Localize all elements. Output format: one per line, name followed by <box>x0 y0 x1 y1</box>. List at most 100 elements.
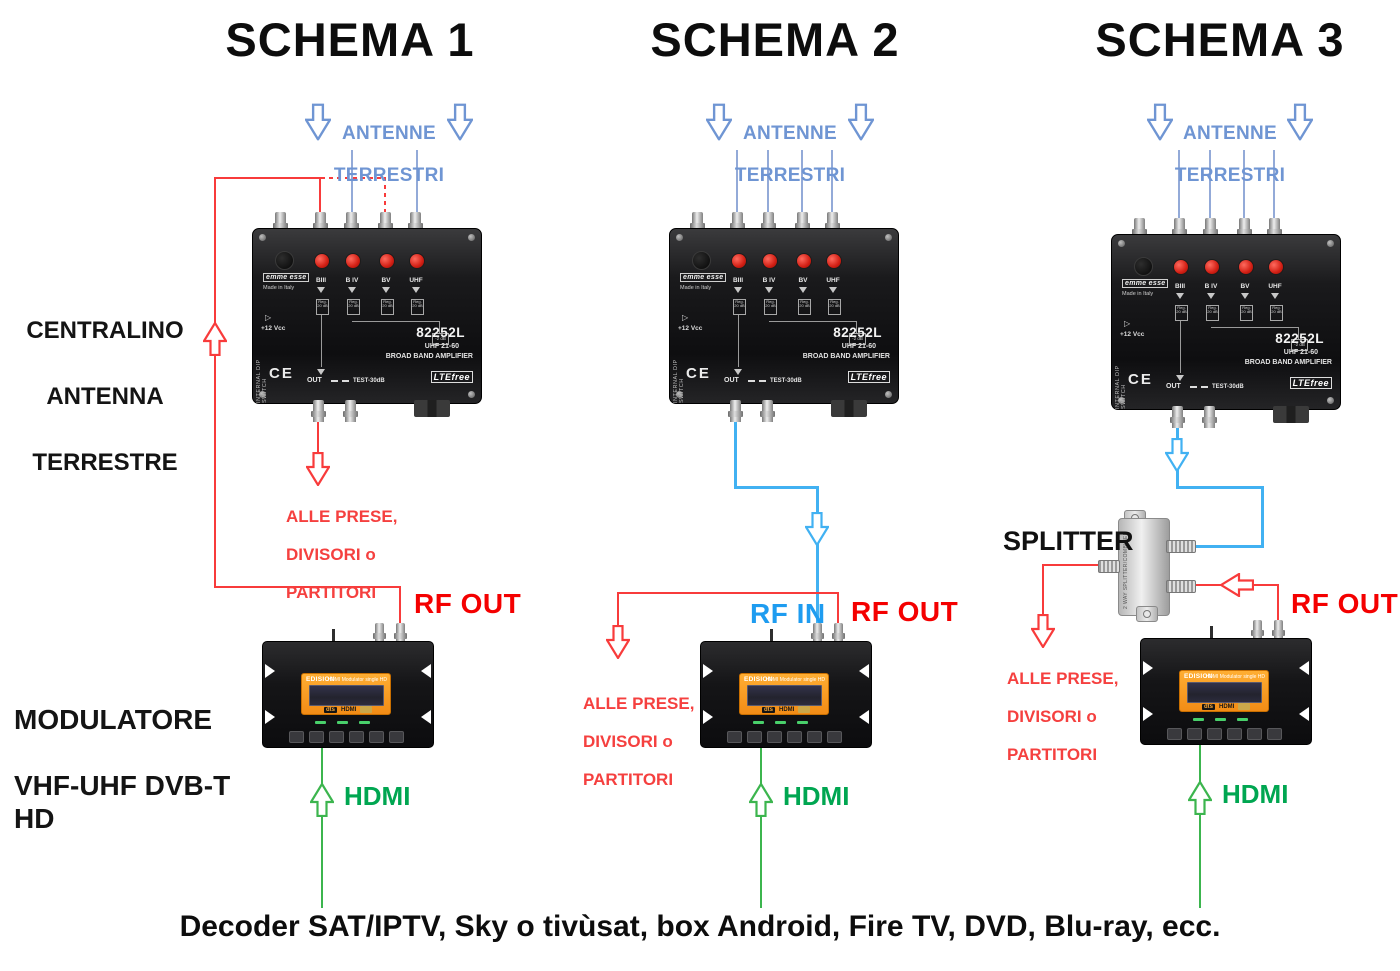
rf-out-wire <box>837 592 839 632</box>
antenna-input-connector <box>730 212 745 234</box>
splitter-body: 2 WAY SPLITTER/COMBINER <box>1118 518 1170 616</box>
antenna-input-connector <box>1237 218 1252 240</box>
dts-logo: dts <box>762 707 775 714</box>
rf-out-label: RF OUT <box>851 596 959 627</box>
screw-icon <box>885 234 892 241</box>
schematic-line <box>856 321 857 333</box>
antenna-input-connector <box>1203 218 1218 240</box>
flange-notch-icon <box>1143 661 1153 675</box>
input-band-label: B IV <box>345 277 359 284</box>
ce-mark: CE <box>1128 371 1153 388</box>
input-band-label: BIII <box>315 277 327 284</box>
screw-icon <box>1118 397 1125 404</box>
amplifier-device: emme esse Made in Italy BIII B IV BV UHF… <box>250 212 482 422</box>
device-type-label: BROAD BAND AMPLIFIER <box>1244 359 1332 366</box>
output-connector <box>311 400 326 422</box>
antenne-line1: ANTENNE <box>1183 123 1277 144</box>
antenna-feed-line <box>767 150 769 230</box>
model-label: HDMI Modulator single HD <box>765 677 825 683</box>
schematic-line <box>321 315 322 367</box>
gain-regulator-box: Reg. 20 dB <box>1240 305 1253 321</box>
hdmi-wire <box>1199 743 1201 908</box>
schematic-line <box>352 321 440 322</box>
mains-cable-clamp <box>414 400 450 417</box>
antenna-feed-line <box>801 150 803 230</box>
control-button <box>727 731 742 743</box>
rf-out-connector <box>1272 620 1285 640</box>
antenna-feed-line <box>1209 150 1211 232</box>
test-port-label: TEST-30dB <box>353 378 385 384</box>
side-vertical-text: INTERNAL DIP SWITCH <box>256 359 268 403</box>
flange-notch-icon <box>1143 707 1153 721</box>
hdmi-wire <box>321 746 323 908</box>
gain-regulator-box: Reg. 20 dB <box>1270 305 1283 321</box>
up-arrow-icon <box>749 783 773 817</box>
amplifier-body: emme esse Made in Italy BIII B IV BV UHF… <box>1111 234 1341 410</box>
out-label: OUT <box>724 377 739 384</box>
gold-badge-icon <box>360 706 373 713</box>
gain-regulator-box: Reg. 20 dB <box>764 299 777 315</box>
alle-prese-line2: DIVISORI o <box>583 732 673 751</box>
rf-out-wire <box>1277 584 1279 622</box>
schematic-dash <box>759 380 766 382</box>
control-button <box>289 731 304 743</box>
control-button <box>1167 728 1182 740</box>
splitter-port-connector <box>1098 560 1120 573</box>
antenna-feed-line <box>1273 150 1275 232</box>
test-connector <box>760 400 775 422</box>
input-band-label: UHF <box>826 277 840 284</box>
control-button <box>369 731 384 743</box>
alle-prese-label: ALLE PRESE, DIVISORI o PARTITORI <box>583 675 703 808</box>
antenna-input-connector <box>344 212 359 234</box>
down-arrow-icon <box>606 625 630 659</box>
rf-out-label: RF OUT <box>1291 588 1399 619</box>
schematic-triangle <box>412 287 420 293</box>
schematic-triangle <box>317 287 325 293</box>
output-wire <box>317 418 319 456</box>
rf-out-connector <box>832 623 845 643</box>
antenne-line1: ANTENNE <box>342 123 436 144</box>
screw-icon <box>885 391 892 398</box>
splitter-port-connector <box>1166 540 1196 553</box>
amplifier-brand-badge: emme esse <box>263 273 310 282</box>
hdmi-logo: HDMI <box>1219 704 1235 711</box>
control-button <box>807 731 822 743</box>
status-led <box>359 721 370 724</box>
gain-regulator-box: Reg. 20 dB <box>347 299 360 315</box>
schema2-title: SCHEMA 2 <box>650 13 900 66</box>
rf-return-wire <box>214 586 401 588</box>
hdmi-label: HDMI <box>344 781 411 811</box>
hdmi-wire <box>760 746 762 908</box>
screw-icon <box>468 391 475 398</box>
lcd-display <box>1187 682 1262 703</box>
status-led <box>775 721 786 724</box>
alle-prese-line3: PARTITORI <box>286 583 377 602</box>
control-button <box>1227 728 1242 740</box>
dts-logo: dts <box>324 707 337 714</box>
outlet-wire <box>1042 564 1044 617</box>
rf-return-wire <box>319 177 321 228</box>
alle-prese-line2: DIVISORI o <box>1007 707 1097 726</box>
gain-regulator-box: Reg. 20 dB <box>798 299 811 315</box>
power-triangle-icon: ▷ <box>265 313 272 322</box>
alle-prese-line2: DIVISORI o <box>286 545 376 564</box>
input-band-label: BIII <box>1174 283 1186 290</box>
hdmi-label: HDMI <box>783 781 850 811</box>
antenne-line1: ANTENNE <box>743 123 837 144</box>
antenna-input-connector <box>273 212 288 234</box>
rf-return-wire <box>214 177 322 179</box>
coax-wire <box>1176 486 1264 489</box>
bottom-caption: Decoder SAT/IPTV, Sky o tivùsat, box And… <box>179 910 1221 943</box>
power-label: +12 Vcc <box>261 325 286 332</box>
schematic-triangle <box>799 287 807 293</box>
side-vertical-text: INTERNAL DIP SWITCH <box>1115 365 1127 409</box>
made-in-label: Made in Italy <box>680 285 712 291</box>
model-label: HDMI Modulator single HD <box>327 677 387 683</box>
antenna-input-connector <box>825 212 840 234</box>
status-led <box>1193 718 1204 721</box>
schematic-triangle <box>382 287 390 293</box>
device-type-label: BROAD BAND AMPLIFIER <box>802 353 890 360</box>
